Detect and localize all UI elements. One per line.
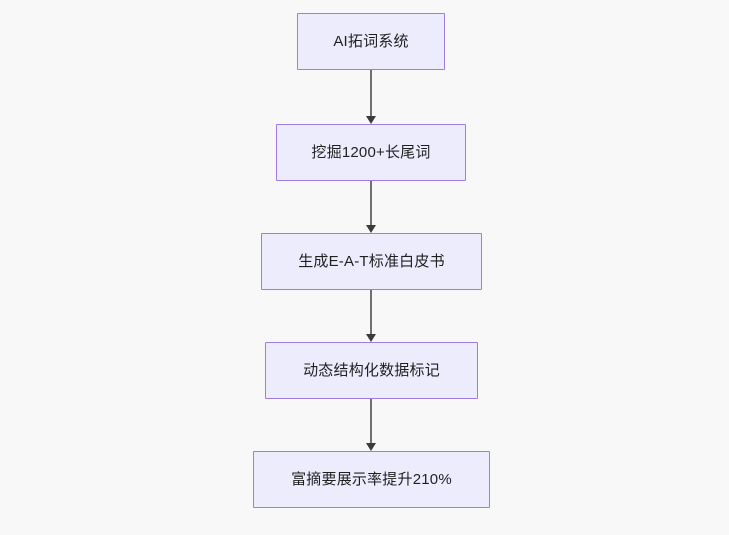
flow-node-label: 动态结构化数据标记: [303, 362, 440, 379]
connector-node-2-to-node-3: [366, 181, 376, 233]
connector-line: [370, 290, 372, 335]
arrowhead-icon: [366, 225, 376, 233]
arrowhead-icon: [366, 116, 376, 124]
connector-node-3-to-node-4: [366, 290, 376, 342]
flow-node-dynamic-structured-data-markup[interactable]: 动态结构化数据标记: [265, 342, 478, 399]
flow-node-label: AI拓词系统: [333, 33, 409, 50]
flow-node-label: 生成E-A-T标准白皮书: [298, 253, 445, 270]
connector-line: [370, 181, 372, 226]
flow-node-rich-snippet-impression-uplift[interactable]: 富摘要展示率提升210%: [253, 451, 490, 508]
flow-node-label: 富摘要展示率提升210%: [291, 471, 452, 488]
flow-node-label: 挖掘1200+长尾词: [311, 144, 431, 161]
flow-node-mine-longtail-keywords[interactable]: 挖掘1200+长尾词: [276, 124, 466, 181]
flow-node-generate-eat-whitepaper[interactable]: 生成E-A-T标准白皮书: [261, 233, 482, 290]
connector-line: [370, 399, 372, 444]
arrowhead-icon: [366, 443, 376, 451]
flow-node-ai-keyword-system[interactable]: AI拓词系统: [297, 13, 445, 70]
connector-node-4-to-node-5: [366, 399, 376, 451]
connector-line: [370, 70, 372, 117]
connector-node-1-to-node-2: [366, 70, 376, 124]
arrowhead-icon: [366, 334, 376, 342]
